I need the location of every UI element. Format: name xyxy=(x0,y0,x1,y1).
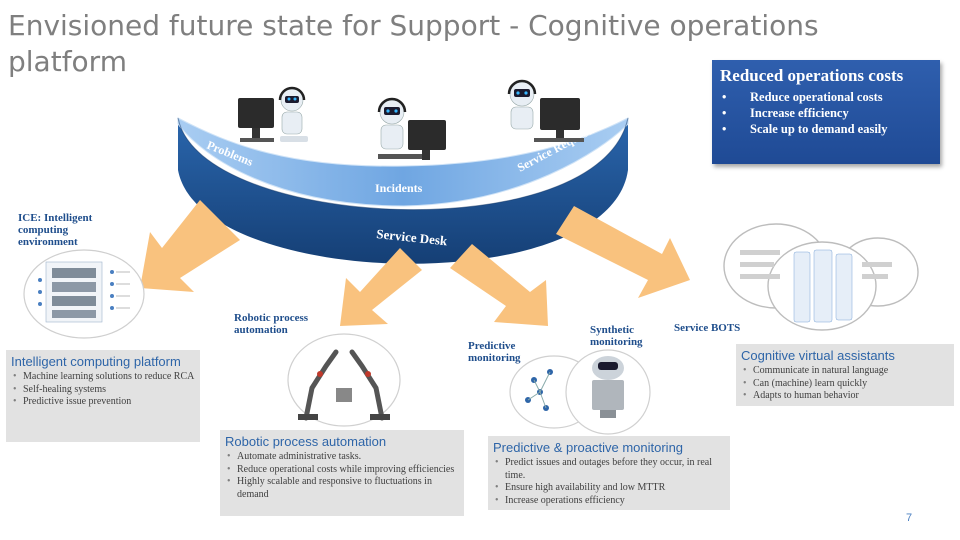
rpa-item: Reduce operational costs while improving… xyxy=(225,464,459,477)
icp-item: Self-healing systems xyxy=(11,384,195,397)
icp-heading: Intelligent computing platform xyxy=(11,354,181,369)
pm-item: Increase operations efficiency xyxy=(493,495,725,508)
robot-agent-right xyxy=(507,79,584,142)
icp-item: Machine learning solutions to reduce RCA xyxy=(11,371,195,384)
arrow-to-rpa xyxy=(340,248,422,326)
cva-item: Can (machine) learn quickly xyxy=(741,378,949,391)
pm-item: Predict issues and outages before they o… xyxy=(493,457,725,482)
arrow-to-ice xyxy=(140,200,240,292)
cva-heading: Cognitive virtual assistants xyxy=(741,348,895,363)
robot-agent-left xyxy=(238,86,308,142)
pm-heading: Predictive & proactive monitoring xyxy=(493,440,684,455)
callout-item: Increase efficiency xyxy=(720,105,932,121)
page-title: Envisioned future state for Support - Co… xyxy=(8,9,819,78)
service-desk-side xyxy=(178,118,628,264)
callout-heading: Reduced operations costs xyxy=(720,66,904,85)
service-desk-top xyxy=(177,117,629,207)
rpa-heading: Robotic process automation xyxy=(225,434,387,449)
callout-item: Reduce operational costs xyxy=(720,89,932,105)
rpa-box: Robotic process automation Automate admi… xyxy=(220,430,464,516)
cva-box: Cognitive virtual assistants Communicate… xyxy=(736,344,954,406)
ice-diagram-image xyxy=(23,249,145,339)
chatbot-screens-image xyxy=(723,223,919,331)
callout-item: Scale up to demand easily xyxy=(720,121,932,137)
robotic-arms-image xyxy=(287,333,401,427)
rpa-item: Automate administrative tasks. xyxy=(225,451,459,464)
arrow-to-bots xyxy=(556,206,690,298)
predictive-label: Predictive monitoring xyxy=(468,340,521,364)
bots-label: Service BOTS xyxy=(674,322,741,334)
desk-label-service-desk: Service Desk xyxy=(376,226,449,248)
icp-box: Intelligent computing platform Machine l… xyxy=(6,350,200,442)
reduced-costs-callout: Reduced operations costs Reduce operatio… xyxy=(712,60,940,164)
icp-item: Predictive issue prevention xyxy=(11,396,195,409)
desk-label-incidents: Incidents xyxy=(375,181,423,195)
rpa-label: Robotic process automation xyxy=(234,312,309,336)
pm-box: Predictive & proactive monitoring Predic… xyxy=(488,436,730,510)
cva-item: Adapts to human behavior xyxy=(741,390,949,403)
ice-label: ICE: Intelligent computing environment xyxy=(18,212,93,248)
cva-item: Communicate in natural language xyxy=(741,365,949,378)
robot-agent-center xyxy=(377,97,446,160)
arrow-to-predictive xyxy=(450,244,548,326)
pm-item: Ensure high availability and low MTTR xyxy=(493,482,725,495)
robot-monitor-image xyxy=(565,349,651,435)
rpa-item: Highly scalable and responsive to fluctu… xyxy=(225,476,459,501)
page-number: 7 xyxy=(906,512,913,524)
synthetic-label: Synthetic monitoring xyxy=(590,324,643,348)
